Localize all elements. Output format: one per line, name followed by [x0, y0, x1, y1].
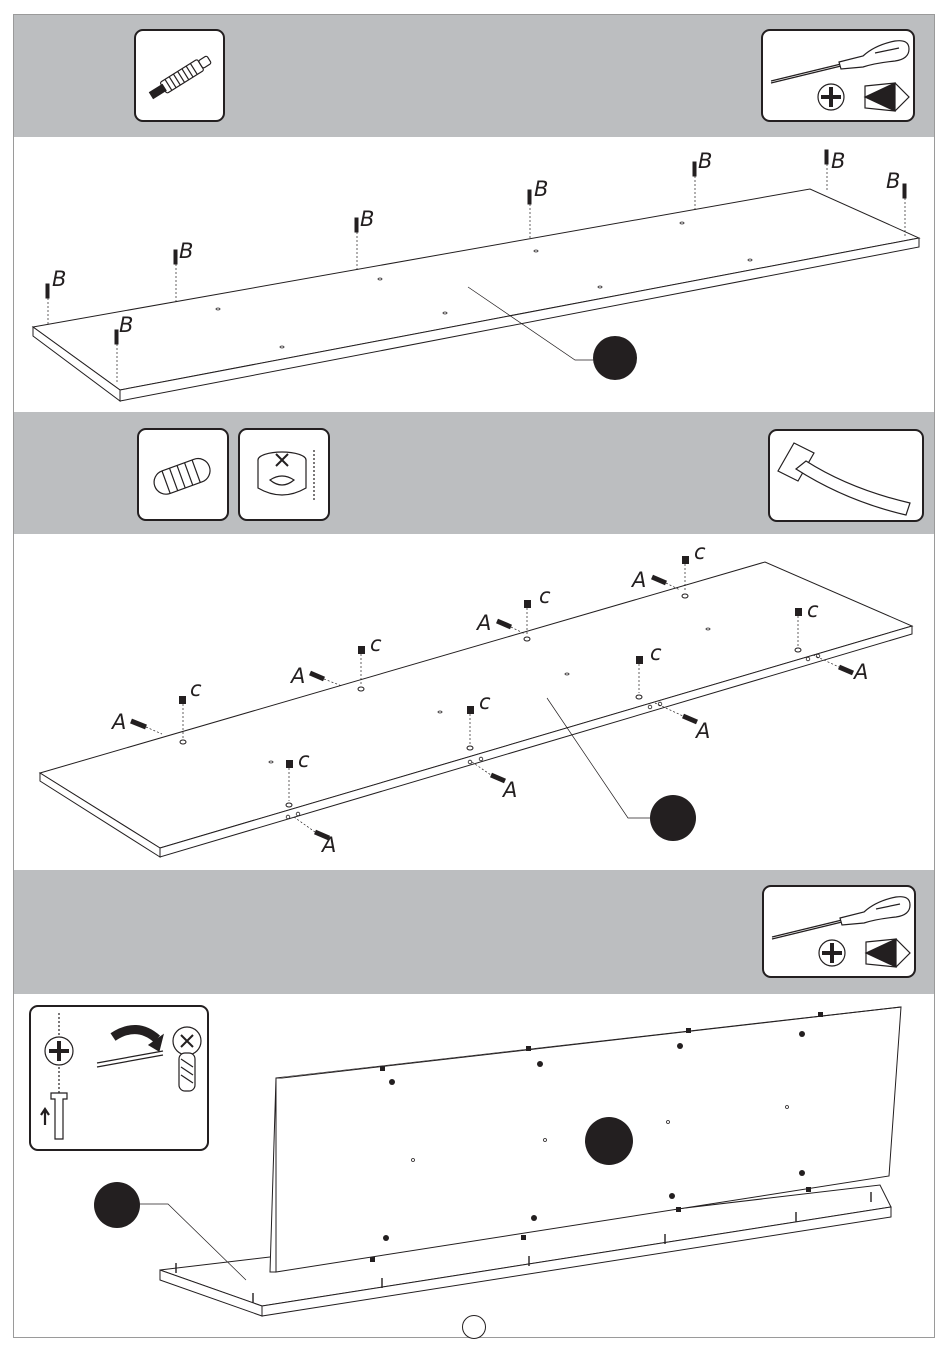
step3-part-marker-bottom — [94, 1182, 140, 1228]
page-number — [462, 1315, 486, 1339]
step3-part-marker-back — [585, 1117, 633, 1165]
